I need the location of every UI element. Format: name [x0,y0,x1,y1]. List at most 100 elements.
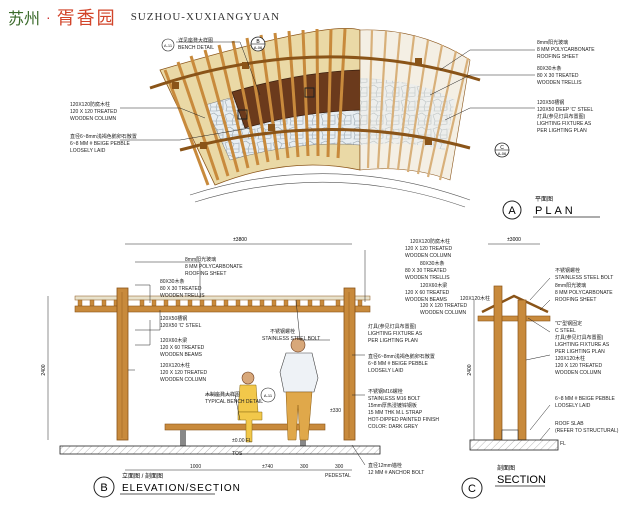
sect-beam [477,315,551,322]
plan-trellis [163,28,347,186]
sect-rcol-en-1: 120 X 120 TREATED [555,363,602,369]
sect-dim-h: 2400 [467,364,473,375]
plan-trellis-cn: 80X30木条 [537,65,561,72]
elevation-view: ±3800 2400 [41,237,452,498]
section-view: ±3000 2400 不锈钢螺栓 STAINLESS STEEL BOLT 8m… [420,237,619,499]
elev-pos-fl: ±0.00 FL [232,438,252,444]
plan-beams [149,55,481,152]
sect-leaders [525,277,551,441]
sect-slab-en: (REFER TO STRUCTURAL) [555,428,619,434]
plan-leaders [120,41,535,141]
sect-rcol-en-2: WOODEN COLUMN [555,370,602,376]
sect-marker: C [468,483,476,495]
elev-bottom-dims: 1000 ±740 300 300 PEDESTAL ±0.00 FL TOS … [125,408,352,479]
elev-column-right [343,287,356,441]
elev-ground [59,445,381,455]
plan-title: A 平面图 PLAN [502,196,600,220]
plan-light-cn: 灯具(参见灯具布置图) [537,113,586,120]
sect-col-en-1: 120 X 120 TREATED [420,303,467,309]
sect-footing [501,429,519,441]
elev-bench-seat [164,423,326,431]
sect-roof-en-2: ROOFING SHEET [555,297,596,303]
elev-trellis-en-1: 80 X 30 TREATED [160,286,202,292]
elev-bench-ref: A-11 [264,393,273,398]
plan-edge-arcs [189,173,471,208]
plan-steel-cn: 120X50槽钢 [537,99,564,106]
plan-roof-cn: 8mm阳光玻璃 [537,39,568,46]
elev-col-en-1: 120 X 120 TREATED [160,370,207,376]
elev-labels-right: 120X120防腐木柱 120 X 120 TREATED WOODEN COL… [368,238,452,476]
plan-sect-b-letter: B [256,39,260,45]
plan-sect-c-ref: A-06 [498,151,507,156]
sect-ground [469,439,559,451]
elev-dim-top: ±3800 [233,237,247,243]
sect-title-cn: 剖面图 [497,464,515,472]
sect-roof-slope [481,294,549,314]
elev-dim-height: 2400 [41,364,47,375]
sect-light-en-2: PER LIGHTING PLAN [555,349,605,355]
sect-pebble-cn: 6~8 MM # BEIGE PEBBLE [555,396,616,402]
elev-anchor-cn: 直径12mm锚栓 [368,462,402,469]
title-cn-suzhou: 苏州 [8,9,41,28]
elev-rtrel-en-1: 80 X 30 TREATED [405,268,447,274]
plan-section-cut-b: B A-06 [250,36,266,52]
elev-beam [74,305,371,313]
elev-roof-sheet [74,295,371,301]
plan-marker: A [508,205,516,217]
plan-column-cn: 120X120防腐木柱 [70,101,110,108]
plan-pebble-en-1: 6~8 MM # BEIGE PEBBLE [70,141,131,147]
plan-trellis-en-2: WOODEN TRELLIS [537,80,582,86]
sect-col-cn: 120X120木柱 [460,295,490,302]
elev-rcol-en-2: WOODEN COLUMN [405,253,452,259]
elev-strap-en-1: 15 MM THK M.L STRAP [368,410,423,416]
plan-bench-en: BENCH DETAIL [178,45,214,51]
sect-labels: 不锈钢螺栓 STAINLESS STEEL BOLT 8mm阳光玻璃 8 MM … [420,267,619,447]
elev-roof-cn: 8mm阳光玻璃 [185,256,216,263]
elev-rbeam-cn: 120X60木梁 [420,282,447,289]
elev-col-en-2: WOODEN COLUMN [160,377,207,383]
elev-column-left [116,287,129,441]
elev-bolt-en: STAINLESS STEEL BOLT [262,336,320,342]
sect-title-en: SECTION [497,474,546,486]
elev-dim-pedestal: PEDESTAL [325,473,351,479]
sect-csteel-cn: "C"型钢固定 [555,320,582,327]
elev-beam-en-1: 120 X 60 TREATED [160,345,205,351]
plan-trellis-right [366,29,470,181]
elev-strap-cn: 15mm厚热浸镀锌钢板 [368,402,417,409]
sect-dim-top: ±3000 [507,237,521,243]
elev-steel-en: 120X50 'C' STEEL [160,323,202,329]
sect-light-en-1: LIGHTING FIXTURE AS [555,342,610,348]
elev-bench-en: TYPICAL BENCH DETAIL [205,399,263,405]
plan-column-en-2: WOODEN COLUMN [70,116,117,122]
sect-roof-en-1: 8 MM POLYCARBONATE [555,290,613,296]
elev-rbeam-en-1: 120 X 60 TREATED [405,290,450,296]
elev-trellis-cn: 80X30木条 [160,278,184,285]
elev-steel-cn: 120X50槽钢 [160,315,187,322]
plan-pebble-en-2: LOOSELY LAID [70,148,106,154]
elev-bench-leg-1 [180,430,186,446]
elev-strap-en-3: COLOR: DARK GREY [368,424,419,430]
elev-beam-cn: 120X60木梁 [160,337,187,344]
elev-dim-w4: 300 [335,464,344,470]
elev-marker: B [100,482,107,494]
elev-rcol-en-1: 120 X 120 TREATED [405,246,452,252]
title-cn-xuxiangyuan: 胥香园 [56,8,117,29]
plan-view: B A-06 C A-06 A-11 详见座凳大样图 BENCH DETAIL … [70,28,600,220]
sect-rcol-cn: 120X120木柱 [555,355,585,362]
elev-light-en-2: PER LIGHTING PLAN [368,338,418,344]
elev-light-cn: 灯具(参见灯具布置图) [368,323,417,330]
elev-leaders [128,250,366,466]
elev-anchor-en: 12 MM # ANCHOR BOLT [368,470,424,476]
sect-slab-cn: ROOF SLAB [555,421,584,427]
plan-columns [172,58,432,149]
sect-column-left [493,285,503,441]
plan-light-en-2: PER LIGHTING PLAN [537,128,587,134]
elev-title-en: ELEVATION/SECTION [122,483,241,494]
elev-dim-hsmall: ±330 [330,408,341,414]
elev-pebble-en-2: LOOSELY LAID [368,368,404,374]
elev-bolt-cn: 不锈钢螺栓 [270,328,295,335]
sect-bolt-en: STAINLESS STEEL BOLT [555,275,613,281]
elev-rcol-cn: 120X120防腐木柱 [410,238,450,245]
elev-dim-w3: 300 [300,464,309,470]
